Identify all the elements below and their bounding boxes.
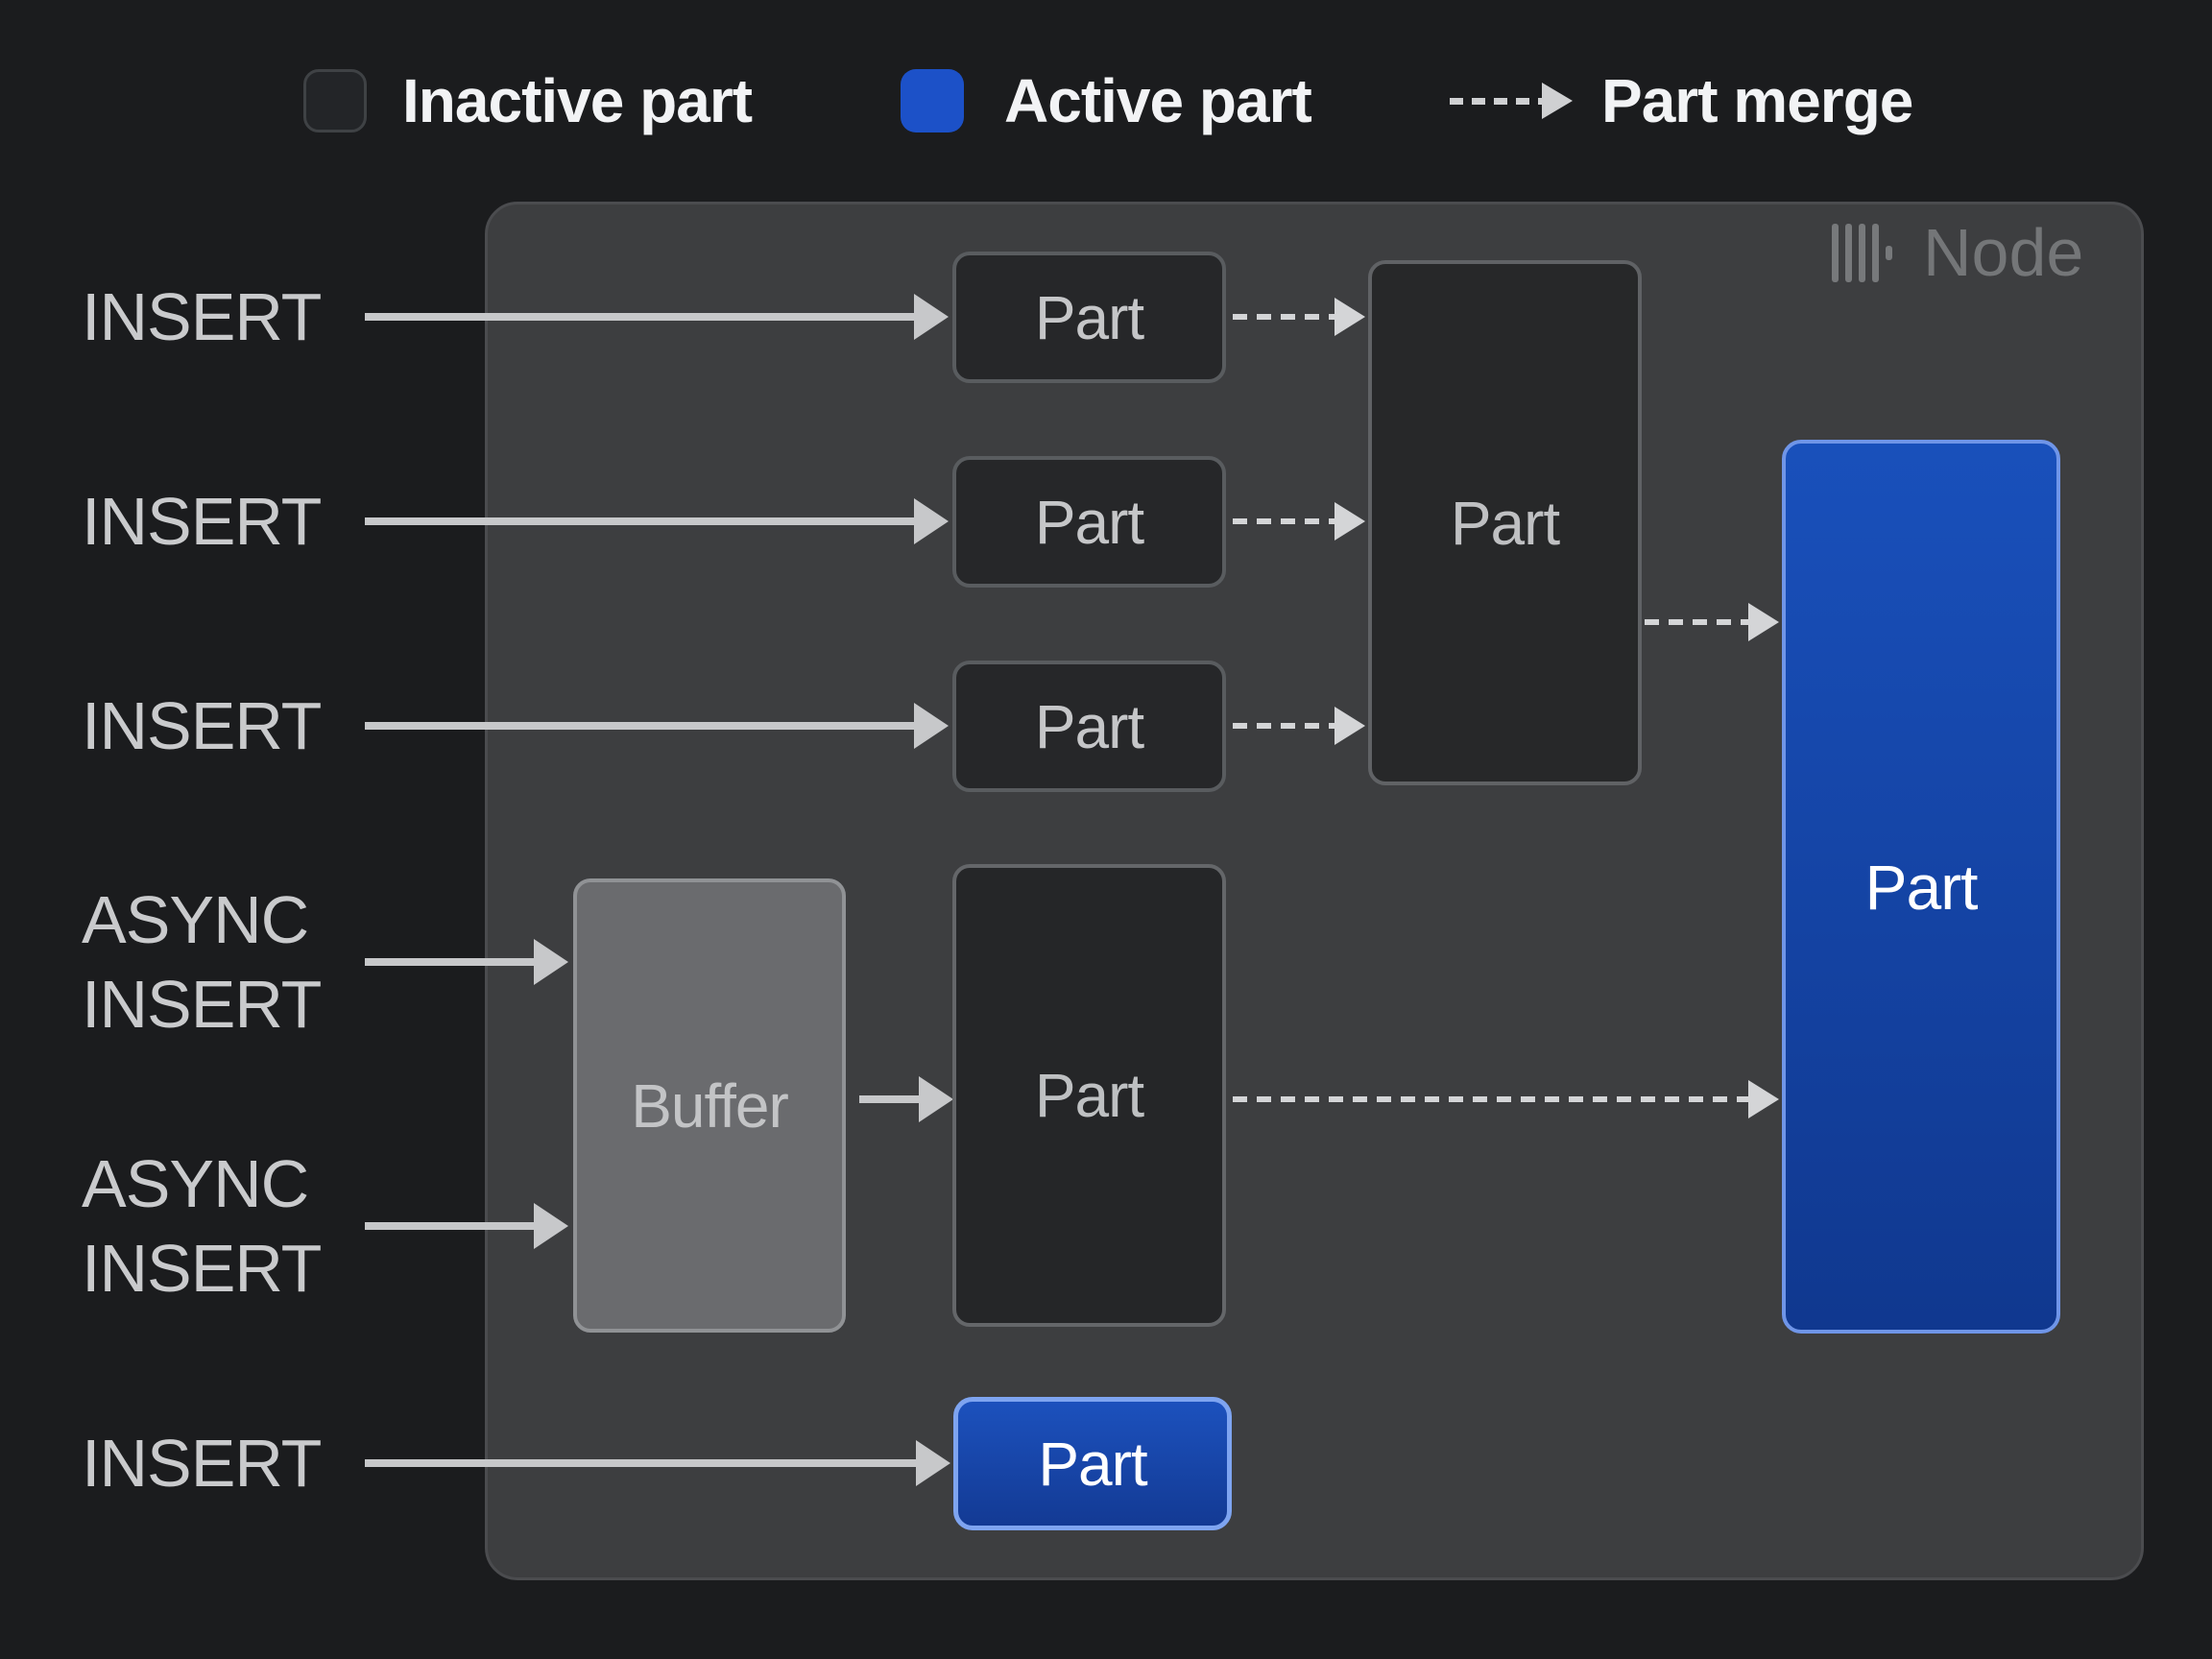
buffer-to-part-arrow	[859, 1095, 919, 1103]
part-merge-arrowhead-icon	[1542, 83, 1573, 119]
active-part-box-small: Part	[953, 1397, 1232, 1530]
merge-arrowhead-3	[1334, 707, 1365, 745]
merge-arrowhead-2	[1334, 502, 1365, 541]
async-insert-arrow-1	[365, 958, 534, 966]
inactive-part-box-1: Part	[952, 252, 1226, 383]
legend-label-merge: Part merge	[1601, 66, 1913, 135]
merge-arrowhead-long	[1748, 1080, 1779, 1118]
clickhouse-bars-icon	[1832, 223, 1892, 282]
insert-arrowhead-1	[914, 294, 949, 340]
insert-arrow-1	[365, 313, 914, 321]
part-label: Part	[1038, 1429, 1147, 1499]
insert-label-2: INSERT	[82, 484, 322, 559]
part-label: Part	[1450, 488, 1560, 558]
async-insert-arrowhead-1	[534, 939, 568, 985]
part-label: Part	[1034, 1061, 1144, 1130]
buffer-box: Buffer	[573, 878, 846, 1333]
node-header: Node	[1832, 215, 2084, 290]
active-part-swatch	[901, 69, 964, 132]
merge-arrowhead-to-active	[1748, 603, 1779, 641]
legend-label-inactive: Inactive part	[402, 66, 753, 135]
async-insert-label-2: ASYNC INSERT	[82, 1146, 322, 1306]
insert-arrowhead-2	[914, 498, 949, 544]
insert-arrow-2	[365, 517, 914, 525]
merged-part-box: Part	[1368, 260, 1642, 785]
part-label: Part	[1034, 282, 1144, 352]
insert-arrowhead-3	[914, 703, 949, 749]
merge-arrow-2	[1233, 518, 1334, 524]
insert-arrowhead-4	[916, 1440, 950, 1486]
legend-label-active: Active part	[1004, 66, 1312, 135]
insert-label-3: INSERT	[82, 688, 322, 763]
buffer-label: Buffer	[631, 1070, 789, 1141]
part-merge-arrow-icon	[1450, 98, 1542, 105]
async-insert-label-1: ASYNC INSERT	[82, 882, 322, 1042]
part-label: Part	[1034, 487, 1144, 557]
insert-arrow-4	[365, 1459, 916, 1467]
buffer-to-part-arrowhead	[919, 1076, 953, 1122]
merge-arrow-long	[1233, 1096, 1748, 1102]
inactive-part-box-3: Part	[952, 661, 1226, 792]
merge-arrow-1	[1233, 314, 1334, 320]
async-insert-arrowhead-2	[534, 1203, 568, 1249]
buffered-part-box: Part	[952, 864, 1226, 1327]
node-title: Node	[1923, 215, 2084, 290]
merge-arrow-3	[1233, 723, 1334, 729]
insert-arrow-3	[365, 722, 914, 730]
insert-label-1: INSERT	[82, 279, 322, 354]
active-part-box-large: Part	[1782, 440, 2060, 1334]
merge-arrow-to-active	[1645, 619, 1748, 625]
part-label: Part	[1864, 851, 1978, 923]
merge-arrowhead-1	[1334, 298, 1365, 336]
insert-label-4: INSERT	[82, 1426, 322, 1501]
inactive-part-box-2: Part	[952, 456, 1226, 588]
inactive-part-swatch	[303, 69, 367, 132]
part-label: Part	[1034, 691, 1144, 761]
async-insert-arrow-2	[365, 1222, 534, 1230]
